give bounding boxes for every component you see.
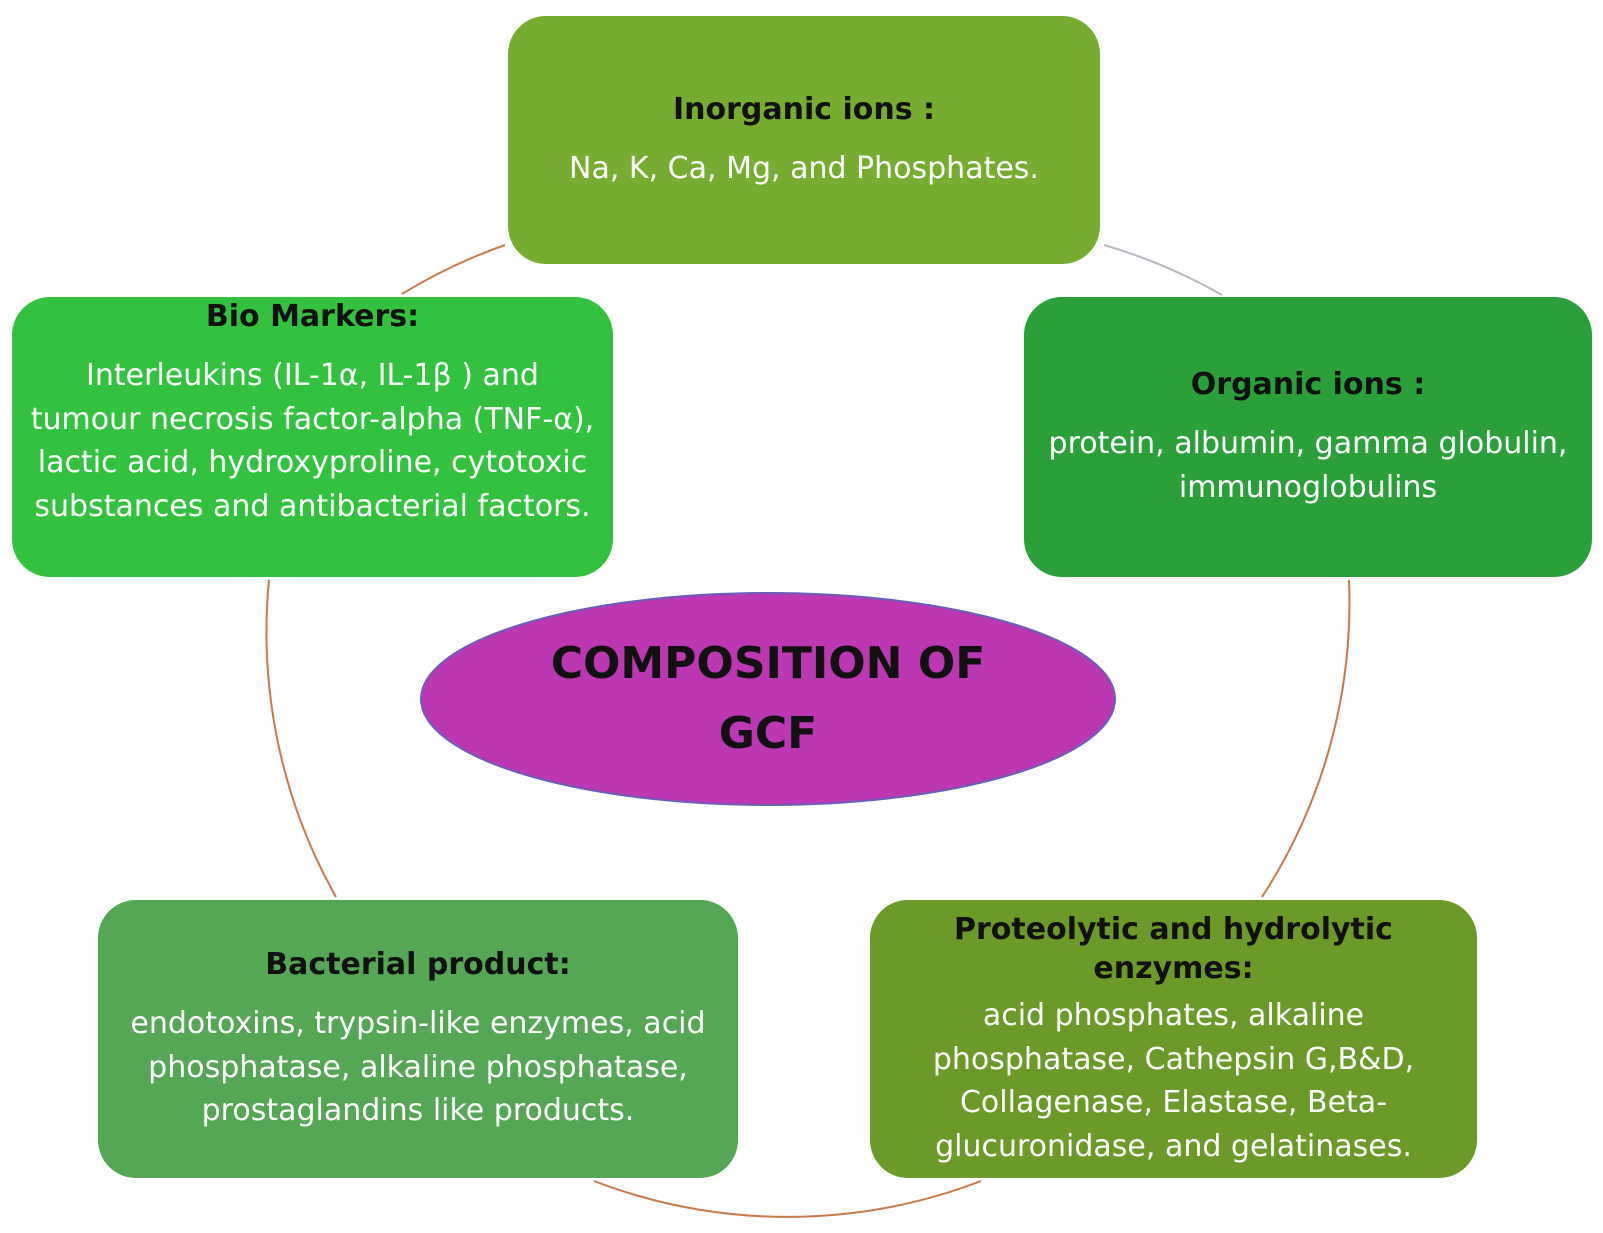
bacterial-product-box: Bacterial product: endotoxins, trypsin-l… (98, 900, 738, 1178)
bacterial-product-title: Bacterial product: (265, 947, 571, 983)
organic-ions-title: Organic ions : (1190, 367, 1426, 402)
bacterial-product-body: endotoxins, trypsin-like enzymes, acid p… (130, 1006, 706, 1129)
proteolytic-enzymes-body: acid phosphates, alkaline phosphatase, C… (932, 998, 1415, 1164)
center-ellipse: COMPOSITION OF GCF (418, 590, 1118, 808)
organic-ions-box: Organic ions : protein, albumin, gamma g… (1024, 297, 1592, 577)
inorganic-ions-title: Inorganic ions : (672, 91, 936, 127)
proteolytic-enzymes-box: Proteolytic and hydrolytic enzymes: acid… (870, 900, 1477, 1178)
bio-markers-body: Interleukins (IL-1α, IL-1β ) and tumour … (30, 358, 595, 524)
inorganic-ions-body: Na, K, Ca, Mg, and Phosphates. (569, 150, 1039, 186)
proteolytic-enzymes-title: Proteolytic and hydrolytic enzymes: (954, 912, 1393, 986)
connector-proteolytic-to-bacterial (593, 1180, 982, 1218)
center-title: COMPOSITION OF GCF (550, 637, 986, 759)
organic-ions-body: protein, albumin, gamma globulin, immuno… (1048, 426, 1568, 505)
connector-organic-to-proteolytic (1261, 579, 1351, 898)
connector-inorganic-to-organic (1103, 244, 1223, 296)
center-ellipse-shape (420, 592, 1116, 806)
connector-bio-to-inorganic (401, 244, 506, 295)
inorganic-ions-box: Inorganic ions : Na, K, Ca, Mg, and Phos… (508, 16, 1100, 264)
bio-markers-title: Bio Markers: (205, 299, 420, 334)
connector-bacterial-to-bio (265, 579, 337, 898)
bio-markers-box: Bio Markers: Interleukins (IL-1α, IL-1β … (12, 297, 613, 577)
